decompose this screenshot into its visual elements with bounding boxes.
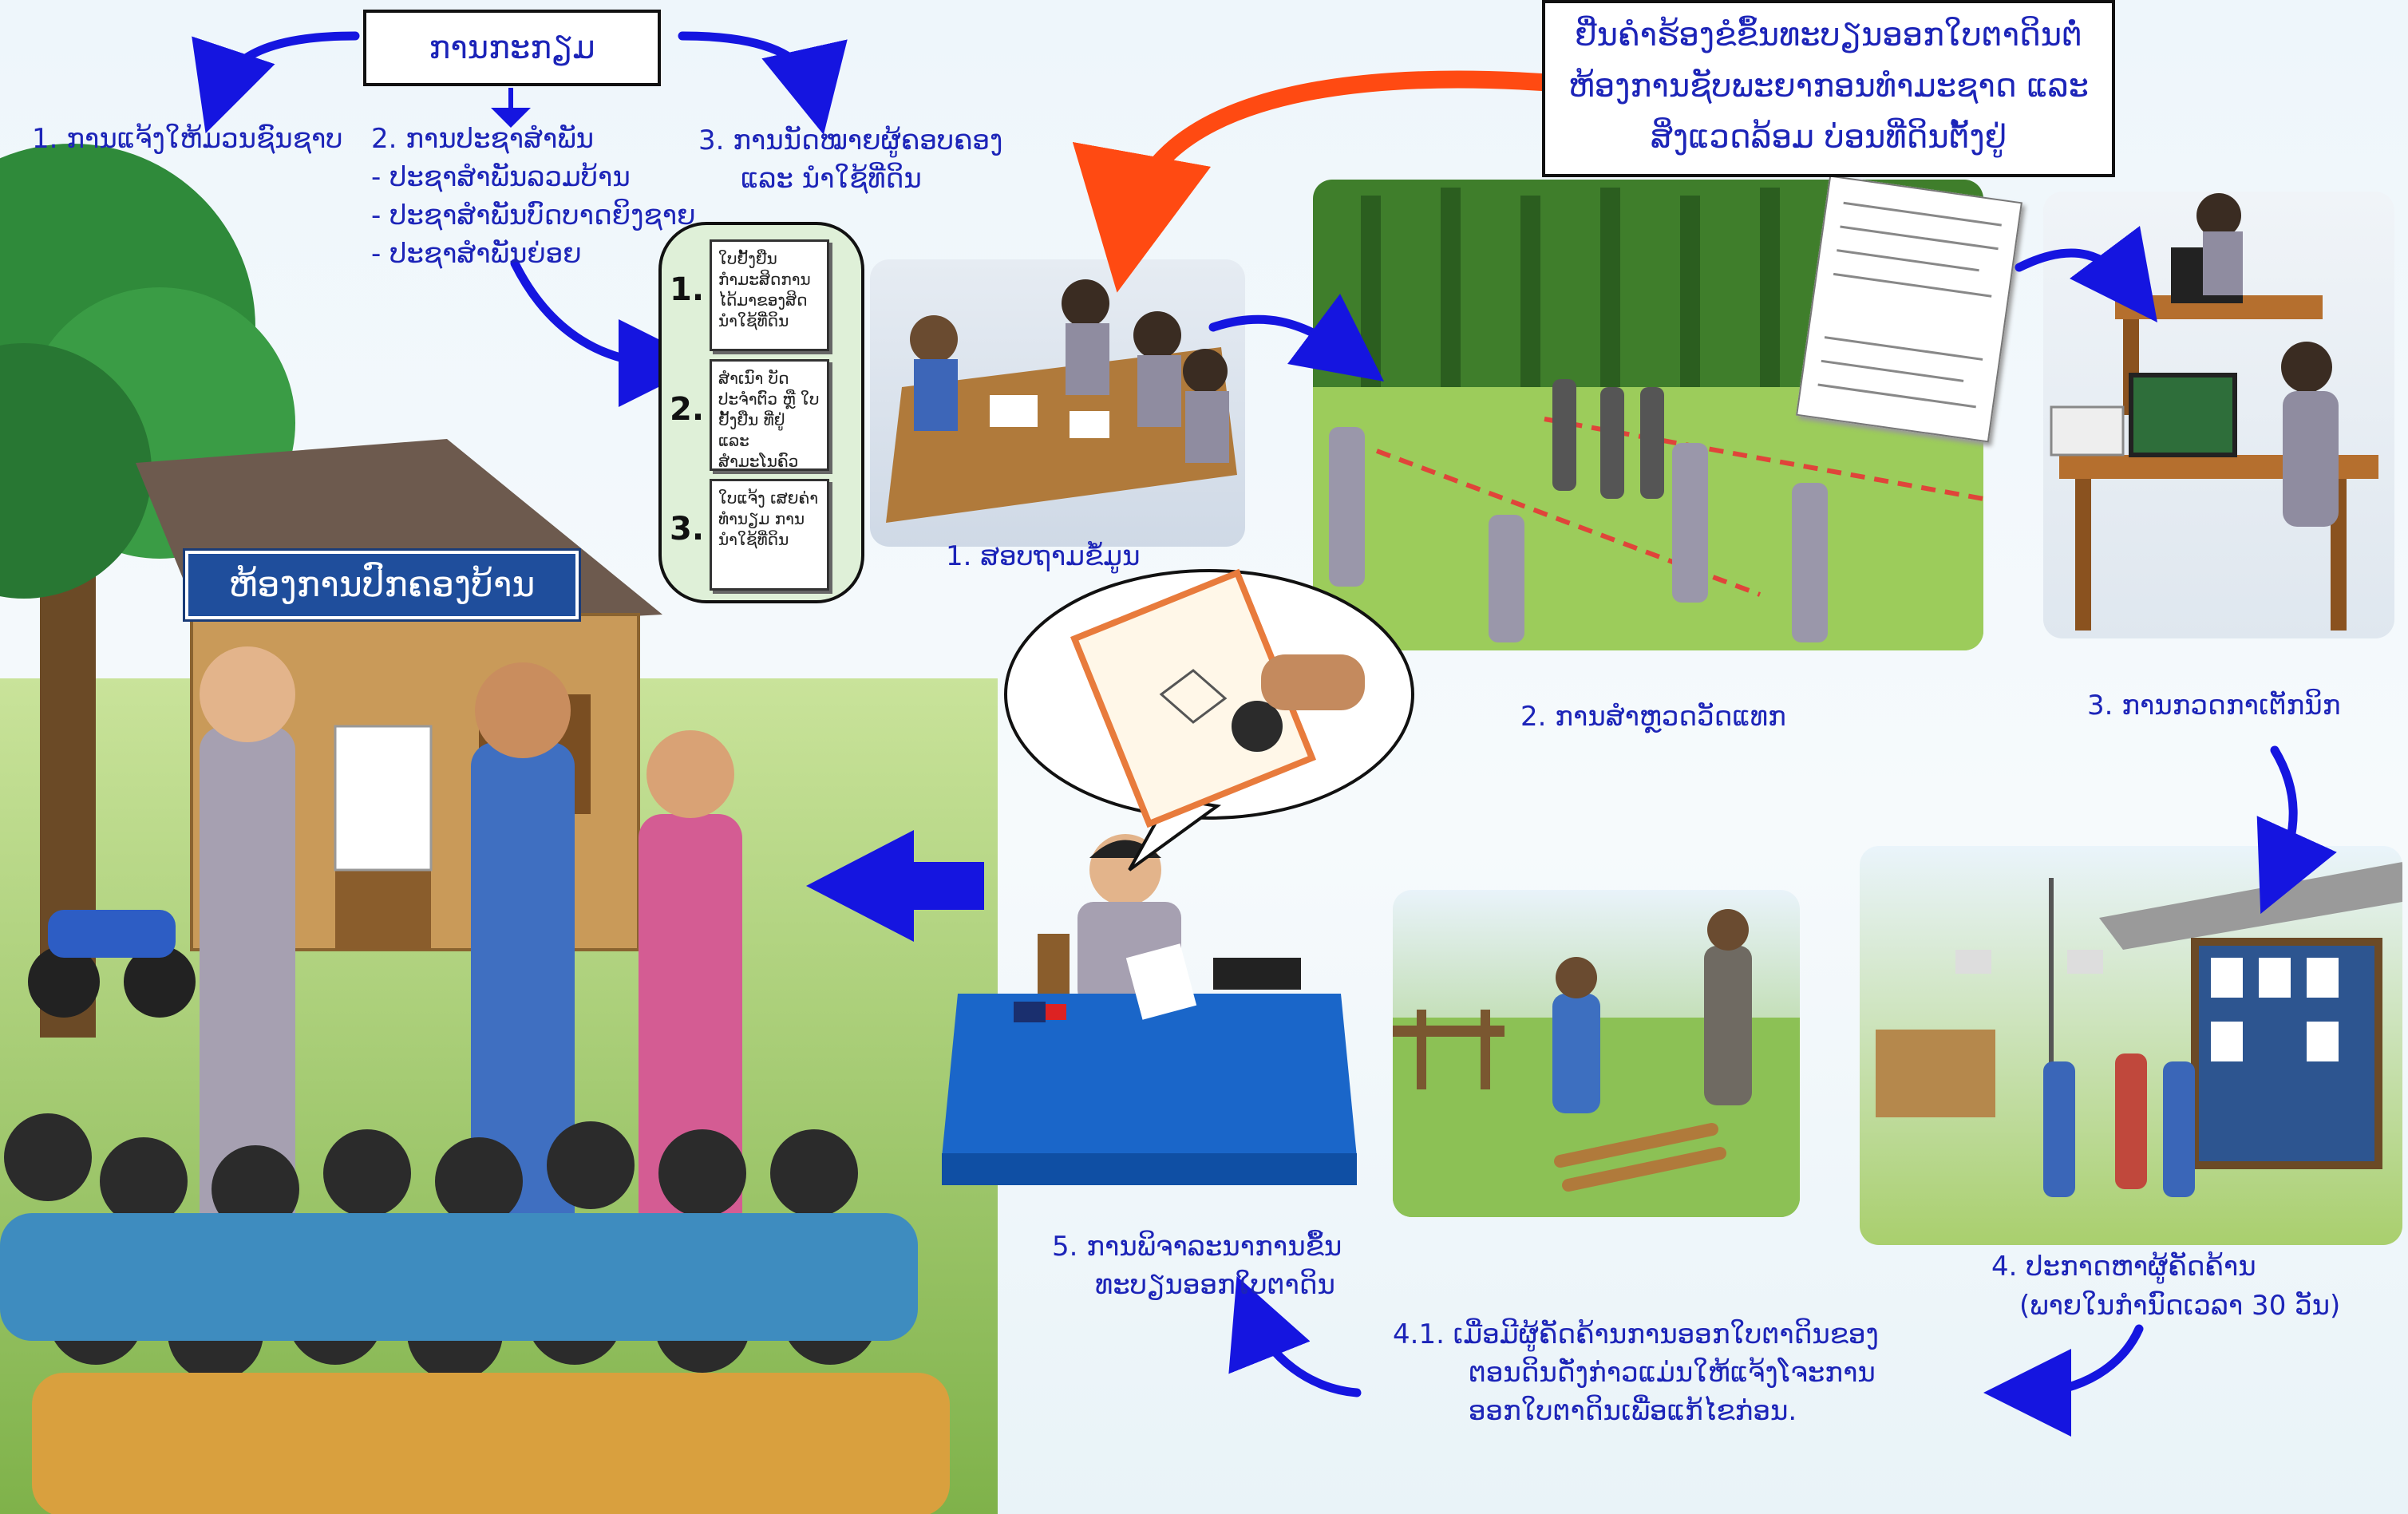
- document-item-1-card: ໃບຢັ້ງຢືນ ກຳມະສິດການ ໄດ້ມາຂອງສິດ ນຳໃຊ້ທີ…: [710, 239, 829, 351]
- village-scene: [0, 144, 998, 1514]
- document-item-1: 1. ໃບຢັ້ງຢືນ ກຳມະສິດການ ໄດ້ມາຂອງສິດ ນຳໃຊ…: [662, 239, 861, 359]
- document-item-3-number: 3.: [670, 511, 705, 547]
- document-item-2-text: ສຳເນົາ ບັດປະຈຳຕົວ ຫຼື ໃບຢັ້ງຢືນ ທີ່ຢູ່ ແ…: [718, 369, 820, 471]
- step-41-label-line-1: 4.1. ເມື່ອມີຜູ້ຄັດຄ້ານການອອກໃບຕາດິນຂອງ: [1393, 1318, 1879, 1350]
- document-item-2-card: ສຳເນົາ ບັດປະຈຳຕົວ ຫຼື ໃບຢັ້ງຢືນ ທີ່ຢູ່ ແ…: [710, 359, 829, 471]
- document-item-3-text: ໃບແຈ້ງ ເສຍຄ່າທຳນຽມ ການນຳໃຊ້ທີ່ດິນ: [718, 488, 819, 549]
- step-3-label: 3. ການກວດກາເຕັກນິກ: [2087, 690, 2341, 721]
- arrow-to-documents: [510, 259, 706, 407]
- arrow-step4-to-step41: [1983, 1324, 2144, 1437]
- arrow-step3-to-step4: [2256, 745, 2337, 915]
- preparation-title: ການກະກຽມ: [429, 30, 595, 66]
- prep-item-publicity-sub-1: - ປະຊາສຳພັນລວມບ້ານ: [371, 161, 631, 193]
- arrow-step2-to-step3: [2015, 225, 2158, 322]
- prep-item-appointment-line-1: 3. ການນັດໝາຍຜູ້ຄອບຄອງ: [698, 125, 1003, 156]
- arrow-request-to-step1: [1072, 70, 1565, 293]
- arrow-step41-to-step5: [1228, 1275, 1362, 1397]
- document-item-3-card: ໃບແຈ້ງ ເສຍຄ່າທຳນຽມ ການນຳໃຊ້ທີ່ດິນ: [710, 479, 829, 591]
- request-line-3: ສິ່ງແວດລ້ອມ ບ່ອນທີ່ດິນຕັ້ງຢູ່: [1650, 119, 2007, 156]
- land-title-bubble: [1002, 567, 1417, 878]
- document-item-2: 2. ສຳເນົາ ບັດປະຈຳຕົວ ຫຼື ໃບຢັ້ງຢືນ ທີ່ຢູ…: [662, 359, 861, 479]
- survey-form-document: [1796, 175, 2022, 443]
- document-item-2-number: 2.: [670, 391, 705, 428]
- request-line-2: ຫ້ອງການຊັບພະຍາກອນທຳມະຊາດ ແລະ: [1568, 68, 2089, 105]
- step-5-label-line-2: ທະບຽນອອກໃບຕາດິນ: [1095, 1269, 1335, 1301]
- village-office-sign-label: ຫ້ອງການປົກຄອງບ້ານ: [228, 564, 536, 605]
- document-item-3: 3. ໃບແຈ້ງ ເສຍຄ່າທຳນຽມ ການນຳໃຊ້ທີ່ດິນ: [662, 479, 861, 599]
- prep-item-appointment-line-2: ແລະ ນຳໃຊ້ທີ່ດິນ: [741, 163, 922, 195]
- step-2-label: 2. ການສຳຫຼວດວັດແທກ: [1520, 701, 1786, 733]
- step-41-label-line-3: ອອກໃບຕາດິນເພື່ອແກ້ໄຂກ່ອນ.: [1469, 1395, 1797, 1427]
- step-5-label-line-1: 5. ການພິຈາລະນາການຂຶ້ນ: [1052, 1231, 1342, 1263]
- arrow-to-announce: [192, 31, 360, 134]
- arrow-to-village: [806, 830, 984, 942]
- arrow-step1-to-step2: [1208, 294, 1385, 381]
- prep-item-announce: 1. ການແຈ້ງໃຫ້ມວນຊົນຊາບ: [32, 123, 343, 155]
- step-1-label: 1. ສອບຖາມຂໍ້ມູນ: [946, 540, 1141, 572]
- document-item-1-text: ໃບຢັ້ງຢືນ ກຳມະສິດການ ໄດ້ມາຂອງສິດ ນຳໃຊ້ທີ…: [718, 249, 811, 330]
- prep-item-publicity-sub-3: - ປະຊາສຳພັນຍ່ອຍ: [371, 238, 582, 270]
- objection-scene: [1393, 890, 1800, 1217]
- arrow-to-appointment: [678, 31, 848, 135]
- arrow-down-from-title: [491, 88, 531, 128]
- document-checklist-panel: 1. ໃບຢັ້ງຢືນ ກຳມະສິດການ ໄດ້ມາຂອງສິດ ນຳໃຊ…: [658, 222, 864, 603]
- step-41-label-line-2: ຕອນດິນດັ່ງກ່າວແມ່ນໃຫ້ແຈ້ງໂຈະການ: [1469, 1357, 1876, 1389]
- preparation-title-box: ການກະກຽມ: [363, 10, 661, 86]
- interview-scene: [870, 259, 1245, 547]
- village-office-sign: ຫ້ອງການປົກຄອງບ້ານ: [185, 551, 579, 619]
- prep-item-publicity-title: 2. ການປະຊາສຳພັນ: [371, 123, 595, 155]
- request-line-1: ຢື່ນຄຳຮ້ອງຂໍຂຶ້ນທະບຽນອອກໃບຕາດິນຕໍ່: [1575, 17, 2082, 53]
- step-4-label-line-1: 4. ປະກາດຫາຜູ້ຄັດຄ້ານ: [1991, 1251, 2256, 1283]
- document-item-1-number: 1.: [670, 271, 705, 308]
- application-request-box: ຢື່ນຄຳຮ້ອງຂໍຂຶ້ນທະບຽນອອກໃບຕາດິນຕໍ່ ຫ້ອງກ…: [1542, 0, 2115, 177]
- step-4-label-line-2: (ພາຍໃນກຳນົດເວລາ 30 ວັນ): [2019, 1290, 2341, 1322]
- prep-item-publicity-sub-2: - ປະຊາສຳພັນບົດບາດຍິງຊາຍ: [371, 200, 696, 231]
